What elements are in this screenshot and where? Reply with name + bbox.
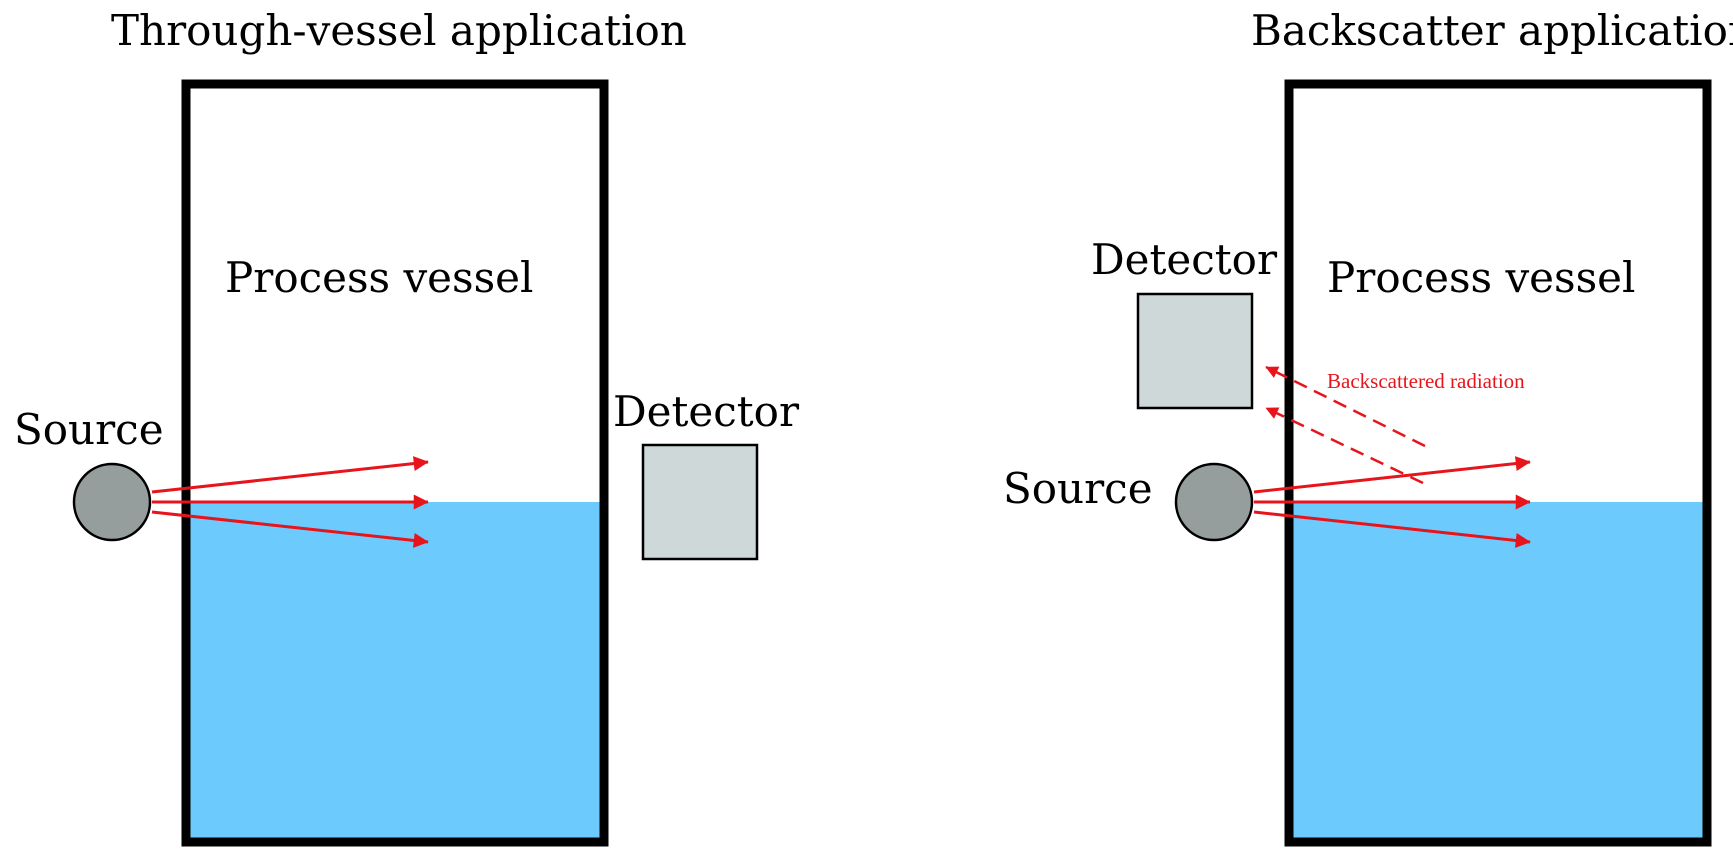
left-detector-label: Detector [613,387,800,436]
left-radiation-beams [151,456,429,548]
left-liquid [186,502,604,842]
right-beam-lower [1253,510,1531,548]
backscatter-arrows [1265,365,1426,485]
left-source-label: Source [14,405,164,454]
right-detector [1136,292,1254,410]
backscatter-arrow-lower [1265,406,1424,485]
right-source-label: Source [1003,464,1153,513]
right-beam-upper [1253,456,1531,494]
left-beam-upper [151,456,429,494]
right-vessel-label: Process vessel [1327,253,1635,302]
right-detector-label: Detector [1091,235,1278,284]
right-source [1174,462,1254,542]
left-vessel-label: Process vessel [225,253,533,302]
left-detector [641,443,759,561]
right-liquid [1289,502,1707,842]
through-vessel-panel: Through-vessel application Process vesse… [14,6,800,847]
right-radiation-beams [1253,456,1531,548]
backscatter-radiation-label: Backscattered radiation [1327,369,1525,393]
backscatter-title: Backscatter application [1251,6,1733,55]
left-source [72,462,152,542]
left-beam-lower [151,510,429,548]
backscatter-panel: Backscatter application Process vessel D… [1003,6,1733,847]
backscatter-arrow-upper [1265,365,1426,448]
right-vessel [1284,79,1712,847]
left-vessel [181,79,609,847]
through-vessel-title: Through-vessel application [111,6,687,55]
